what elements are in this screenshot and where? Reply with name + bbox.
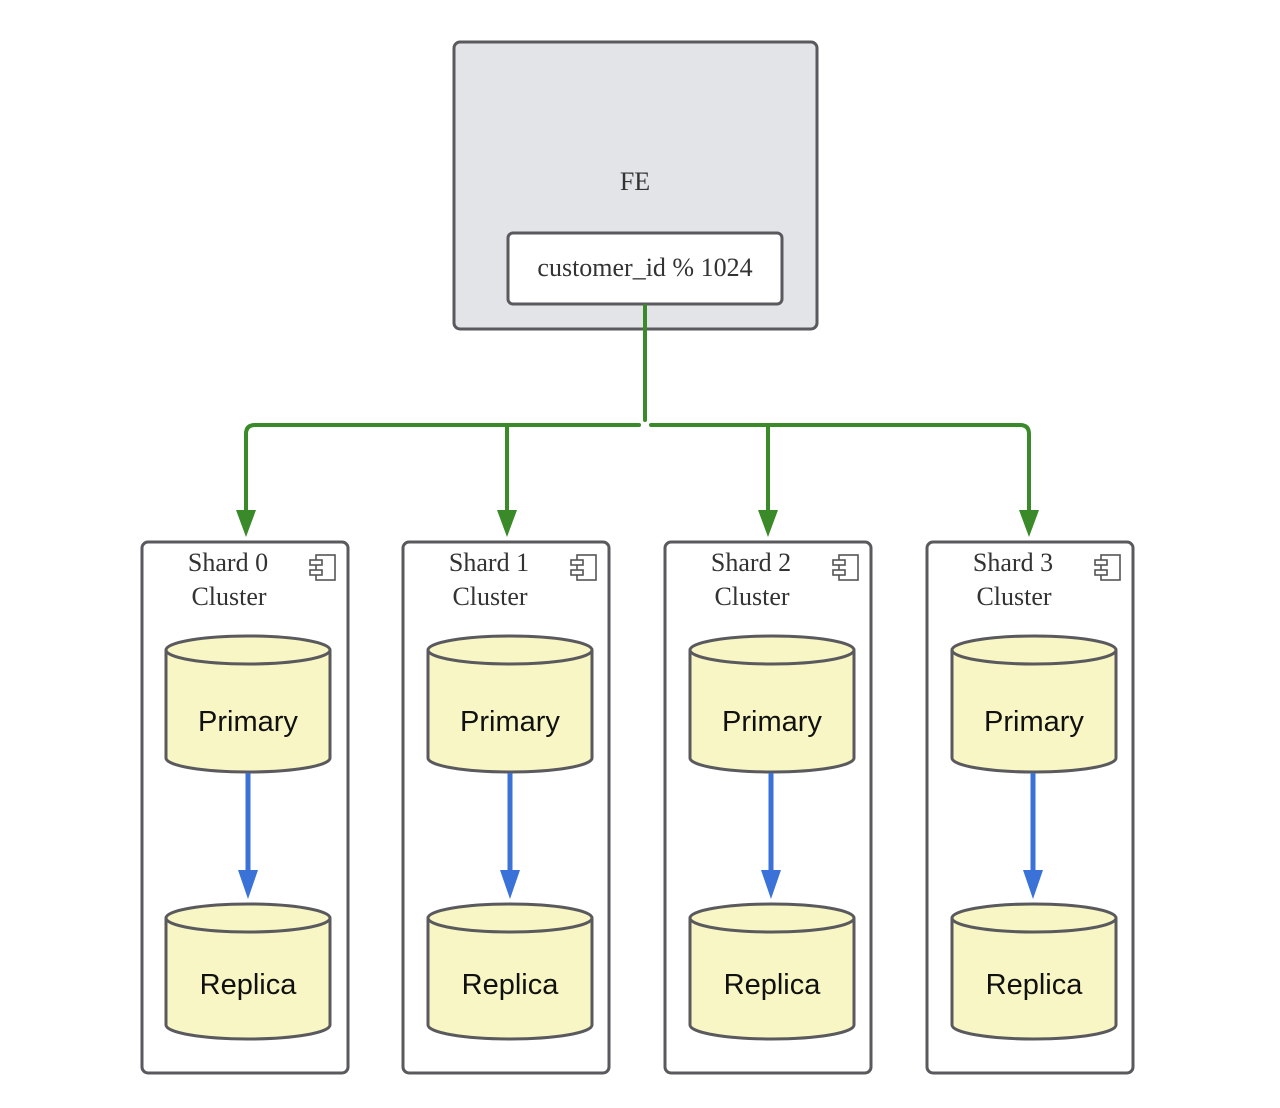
replication-arrow xyxy=(238,773,258,899)
replication-arrow xyxy=(500,773,520,899)
shard-title: Shard 0 xyxy=(188,548,268,577)
component-icon xyxy=(570,554,597,581)
shard-cluster: Shard 3 Cluster Primary Replica xyxy=(925,540,1135,1075)
primary-db: Primary xyxy=(164,634,332,774)
replica-label: Replica xyxy=(200,969,298,1001)
arrowhead-shard-3 xyxy=(1019,510,1039,537)
shard-title: Shard 2 xyxy=(711,548,791,577)
replica-db: Replica xyxy=(426,902,594,1041)
shard-cluster: Shard 1 Cluster Primary Replica xyxy=(401,540,611,1075)
routing-arrowheads xyxy=(236,510,1039,537)
arrowhead-shard-0 xyxy=(236,510,256,537)
routing-bus-right xyxy=(649,423,1031,514)
primary-db: Primary xyxy=(688,634,856,774)
shard-cluster: Shard 0 Cluster Primary Replica xyxy=(140,540,350,1075)
arrowhead-shard-2 xyxy=(758,510,778,537)
router-label: customer_id % 1024 xyxy=(537,253,752,282)
fe-title: FE xyxy=(620,167,650,196)
replica-label: Replica xyxy=(724,969,822,1001)
shard-title: Shard 3 xyxy=(973,548,1053,577)
arrowhead-shard-1 xyxy=(497,510,517,537)
replica-db: Replica xyxy=(950,902,1118,1041)
shard-subtitle: Cluster xyxy=(191,582,266,611)
primary-db: Primary xyxy=(426,634,594,774)
replication-arrow xyxy=(761,773,781,899)
shard-subtitle: Cluster xyxy=(976,582,1051,611)
routing-bus-left xyxy=(244,423,641,514)
replica-label: Replica xyxy=(462,969,560,1001)
shard-subtitle: Cluster xyxy=(452,582,527,611)
fe-node: FE customer_id % 1024 xyxy=(452,40,819,331)
shard-title: Shard 1 xyxy=(449,548,529,577)
replica-db: Replica xyxy=(164,902,332,1041)
shard-subtitle: Cluster xyxy=(714,582,789,611)
shard-cluster: Shard 2 Cluster Primary Replica xyxy=(663,540,873,1075)
primary-label: Primary xyxy=(984,706,1084,738)
replica-db: Replica xyxy=(688,902,856,1041)
primary-label: Primary xyxy=(460,706,560,738)
routing-connectors xyxy=(244,304,1031,514)
component-icon xyxy=(1094,554,1121,581)
primary-label: Primary xyxy=(722,706,822,738)
replication-arrow xyxy=(1023,773,1043,899)
primary-db: Primary xyxy=(950,634,1118,774)
replica-label: Replica xyxy=(986,969,1084,1001)
component-icon xyxy=(832,554,859,581)
component-icon xyxy=(309,554,336,581)
primary-label: Primary xyxy=(198,706,298,738)
